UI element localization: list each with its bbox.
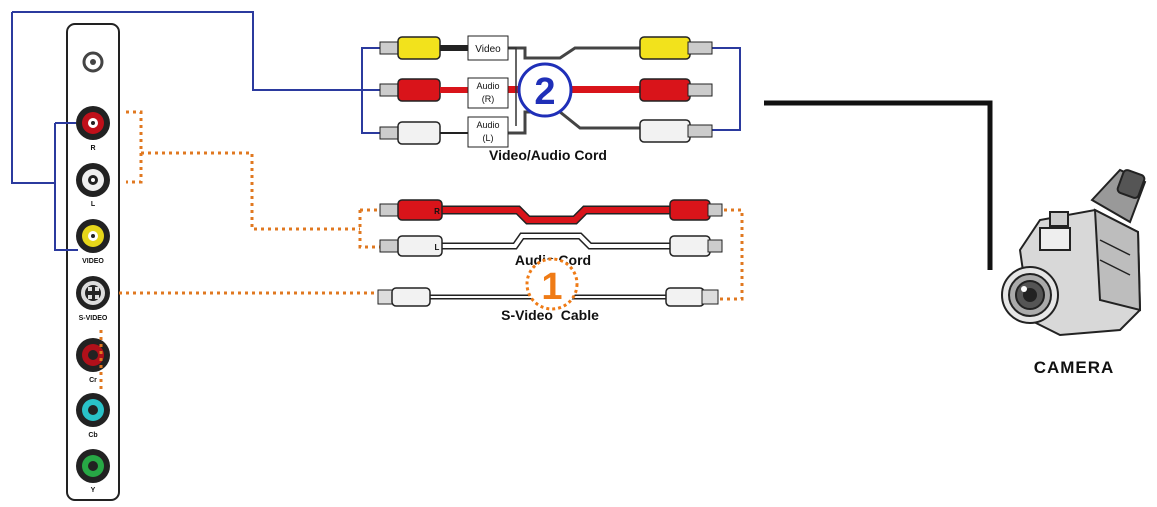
audio-cord: R L Audio Cord — [379, 199, 723, 268]
audio-r-jack-label: R — [90, 145, 95, 152]
camera-connection-line — [764, 100, 993, 270]
s-video-jack: S-VIDEO — [76, 276, 110, 322]
y-jack-label: Y — [91, 487, 96, 494]
av-audio-l-label-line2: (L) — [483, 133, 494, 143]
av-audio-r-label-line2: (R) — [482, 94, 495, 104]
cr-jack-label: Cr — [89, 377, 97, 384]
step-2-badge: 2 — [517, 62, 573, 118]
audio-right-plug-l — [669, 235, 723, 257]
av-audio-l-label-line1: Audio — [476, 120, 499, 130]
s-video-cable-title: S-Video Cable — [501, 307, 599, 323]
camera-label: CAMERA — [1034, 358, 1115, 377]
video-jack: VIDEO — [76, 219, 110, 265]
av-left-plug-audio-r — [379, 78, 468, 102]
s-video-jack-label: S-VIDEO — [79, 315, 108, 322]
audio-left-plug-r: R — [379, 199, 443, 221]
av-cord-title: Video/Audio Cord — [489, 147, 607, 163]
s-video-right-plug — [665, 287, 719, 307]
video-audio-cord: Video Audio (R) Audio (L) 2 — [379, 35, 713, 163]
av-video-label: Video — [475, 44, 501, 55]
camcorder-icon — [1001, 168, 1147, 337]
step-2-number: 2 — [534, 71, 555, 113]
audio-left-plug-l: L — [379, 235, 443, 257]
av-left-plug-audio-l — [379, 121, 468, 145]
av-video-label-box: Video — [467, 35, 509, 61]
rear-jack-panel: R L VIDEO S-VIDEO — [66, 23, 120, 501]
audio-right-plug-r — [669, 199, 723, 221]
av-audio-l-label-box: Audio (L) — [467, 116, 509, 148]
coax-jack — [82, 51, 104, 73]
av-audio-r-label-box: Audio (R) — [467, 77, 509, 109]
audio-r-mark: R — [434, 207, 440, 216]
cb-jack-label: Cb — [88, 432, 97, 439]
av-right-plug-video — [639, 36, 713, 60]
av-right-plug-audio-r — [639, 78, 713, 102]
s-video-left-plug — [377, 287, 431, 307]
av-left-plug-video — [379, 36, 468, 60]
audio-l-jack: L — [76, 163, 110, 208]
step-1-number: 1 — [541, 266, 562, 308]
cb-jack: Cb — [76, 393, 110, 439]
step-1-badge: 1 — [525, 257, 579, 311]
av-cord-route — [11, 11, 741, 251]
audio-l-jack-label: L — [91, 201, 96, 208]
av-right-plug-audio-l — [639, 119, 713, 143]
audio-r-jack: R — [76, 106, 110, 152]
audio-and-svideo-route — [99, 110, 744, 390]
av-audio-r-label-line1: Audio — [476, 81, 499, 91]
video-jack-label: VIDEO — [82, 258, 104, 265]
audio-l-mark: L — [435, 243, 440, 252]
s-video-cable: 1 S-Video Cable — [377, 257, 719, 323]
y-jack: Y — [76, 449, 110, 494]
